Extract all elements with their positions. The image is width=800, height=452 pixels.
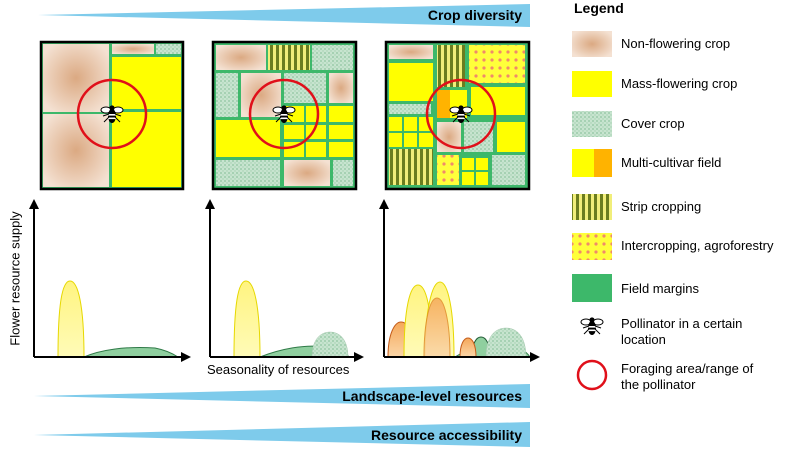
foraging-circle-icon: [248, 78, 320, 150]
legend-item-label: Intercropping, agroforestry: [621, 238, 774, 253]
resource-accessibility-label: Resource accessibility: [371, 427, 522, 443]
intercropping-swatch: [572, 233, 612, 260]
landscape-panel-low-diversity: [39, 40, 185, 191]
legend-item-label: Field margins: [621, 281, 700, 296]
x-axis-label: Seasonality of resources: [207, 362, 350, 377]
y-axis-label: Flower resource supply: [7, 211, 23, 346]
field-margins-swatch: [572, 274, 612, 302]
resource-accessibility-wedge: [34, 422, 530, 447]
legend-item-label: Pollinator in a certain location: [621, 316, 743, 347]
bee-icon: [580, 316, 604, 336]
crop-diversity-label: Crop diversity: [427, 7, 522, 23]
crop-diversity-wedge: [38, 4, 530, 27]
landscape-panel-high-diversity: [384, 40, 531, 191]
resource-graph-medium-diversity: [205, 199, 364, 362]
landscape-panel-medium-diversity: [211, 40, 358, 191]
strip-cropping-swatch: [572, 194, 612, 220]
multi-cultivar-field-swatch: [572, 149, 612, 177]
landscape-resources-wedge: [34, 384, 530, 408]
foraging-circle-icon: [425, 78, 497, 150]
foraging-circle-icon: [576, 359, 608, 391]
mass-flowering-crop-swatch: [572, 71, 612, 97]
foraging-circle-icon: [76, 78, 148, 150]
landscape-resources-label: Landscape-level resources: [342, 388, 522, 404]
legend-item-label: Mass-flowering crop: [621, 76, 738, 91]
legend-item-label: Cover crop: [621, 116, 685, 131]
legend-item-label: Foraging area/range of the pollinator: [621, 361, 754, 392]
cover-crop-swatch: [572, 111, 612, 137]
legend-item-label: Multi-cultivar field: [621, 155, 722, 170]
legend-item-label: Strip cropping: [621, 199, 702, 214]
resource-graph-high-diversity: [379, 199, 540, 362]
non-flowering-crop-swatch: [572, 31, 612, 57]
resource-graph-low-diversity: [29, 199, 191, 362]
legend-title: Legend: [574, 0, 624, 16]
legend-item-label: Non-flowering crop: [621, 36, 731, 51]
